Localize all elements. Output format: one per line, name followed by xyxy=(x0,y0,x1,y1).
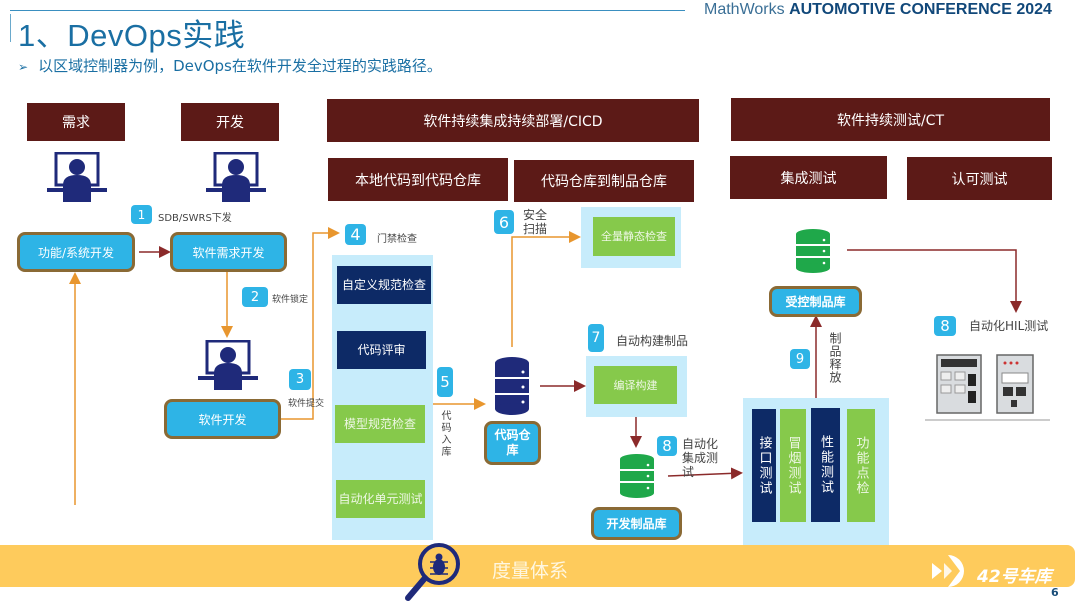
step-label: 安全扫描 xyxy=(523,208,548,236)
developer-icon xyxy=(47,152,107,202)
hil-rack-icon xyxy=(925,354,1050,421)
step-badge: 8 xyxy=(657,436,677,456)
step-label: 自动构建制品 xyxy=(616,334,689,348)
phase-acceptance-test: 认可测试 xyxy=(907,157,1052,200)
static-check: 全量静态检查 xyxy=(593,217,675,256)
node-dev-artifact-repo[interactable]: 开发制品库 xyxy=(591,507,682,540)
title-rule xyxy=(10,10,685,11)
arrow-artifact-to-tests xyxy=(667,467,743,480)
step-badge: 9 xyxy=(790,349,810,369)
brand-bold: AUTOMOTIVE CONFERENCE 2024 xyxy=(789,1,1052,18)
database-icon xyxy=(495,357,529,415)
title-bracket xyxy=(10,14,11,42)
phase-requirements: 需求 xyxy=(27,103,125,141)
step-label: SDB/SWRS下发 xyxy=(158,213,232,224)
metrics-bar xyxy=(0,545,1075,587)
garage-logo-text: 42号车库 xyxy=(977,567,1052,587)
step-label: 制品释放 xyxy=(828,332,842,384)
node-sw-dev[interactable]: 软件开发 xyxy=(164,399,281,439)
conference-brand: MathWorks AUTOMOTIVE CONFERENCE 2024 xyxy=(704,1,1052,19)
phase-cicd: 软件持续集成持续部署/CICD xyxy=(327,99,699,142)
developer-icon xyxy=(198,340,258,390)
gate-check-code-review: 代码评审 xyxy=(337,331,426,369)
step-badge: 2 xyxy=(242,287,268,307)
gate-check-model-rules: 模型规范检查 xyxy=(335,405,425,443)
arrow-dev-to-gate xyxy=(280,227,340,420)
step-label: 自动化HIL测试 xyxy=(969,319,1049,333)
page-number: 6 xyxy=(1051,586,1059,599)
step-label: 门禁检查 xyxy=(377,234,417,245)
developer-icon xyxy=(206,152,266,202)
test-performance: 性能测试 xyxy=(811,408,840,522)
database-icon xyxy=(620,454,654,498)
build-step: 编译构建 xyxy=(594,366,677,404)
node-code-repo[interactable]: 代码仓库 xyxy=(484,421,541,465)
phase-integration-test: 集成测试 xyxy=(730,156,887,199)
step-badge: 6 xyxy=(494,210,514,234)
test-interface: 接口测试 xyxy=(752,409,776,522)
step-badge: 5 xyxy=(437,367,453,397)
phase-development: 开发 xyxy=(181,103,279,141)
step-badge: 8 xyxy=(934,316,956,336)
gate-check-custom-rules: 自定义规范检查 xyxy=(337,266,431,304)
page-title: 1、DevOps实践 xyxy=(18,18,246,53)
phase-local-to-repo: 本地代码到代码仓库 xyxy=(328,158,508,201)
brand-light: MathWorks xyxy=(704,1,790,18)
step-label: 代码入库 xyxy=(439,410,450,458)
node-system-dev[interactable]: 功能/系统开发 xyxy=(17,232,135,272)
step-label: 软件锁定 xyxy=(272,295,309,305)
database-icon xyxy=(796,229,830,273)
subtitle: ➢ 以区域控制器为例，DevOps在软件开发全过程的实践路径。 xyxy=(18,55,442,76)
arrow-to-hil xyxy=(847,249,1022,313)
step-badge: 4 xyxy=(345,224,366,245)
bullet-arrow-icon: ➢ xyxy=(18,60,29,74)
step-badge: 3 xyxy=(289,369,311,390)
step-badge: 1 xyxy=(131,205,152,224)
gate-check-unit-test: 自动化单元测试 xyxy=(336,480,425,518)
step-label: 自动化集成测试 xyxy=(682,437,719,479)
step-badge: 7 xyxy=(588,324,604,352)
bug-magnifier-icon xyxy=(405,543,460,601)
node-sw-req-dev[interactable]: 软件需求开发 xyxy=(170,232,287,272)
subtitle-text: 以区域控制器为例，DevOps在软件开发全过程的实践路径。 xyxy=(38,57,442,75)
phase-repo-to-artifact: 代码仓库到制品仓库 xyxy=(514,160,694,202)
step-label: 软件提交 xyxy=(288,399,325,409)
metrics-label: 度量体系 xyxy=(492,560,569,582)
garage-logo-icon xyxy=(932,555,964,587)
phase-ct: 软件持续测试/CT xyxy=(731,98,1050,141)
arrow-repo-to-scan xyxy=(511,231,581,347)
node-controlled-artifact-repo[interactable]: 受控制品库 xyxy=(769,286,862,317)
test-function-check: 功能点检 xyxy=(847,409,875,522)
test-smoke: 冒烟测试 xyxy=(780,409,806,522)
